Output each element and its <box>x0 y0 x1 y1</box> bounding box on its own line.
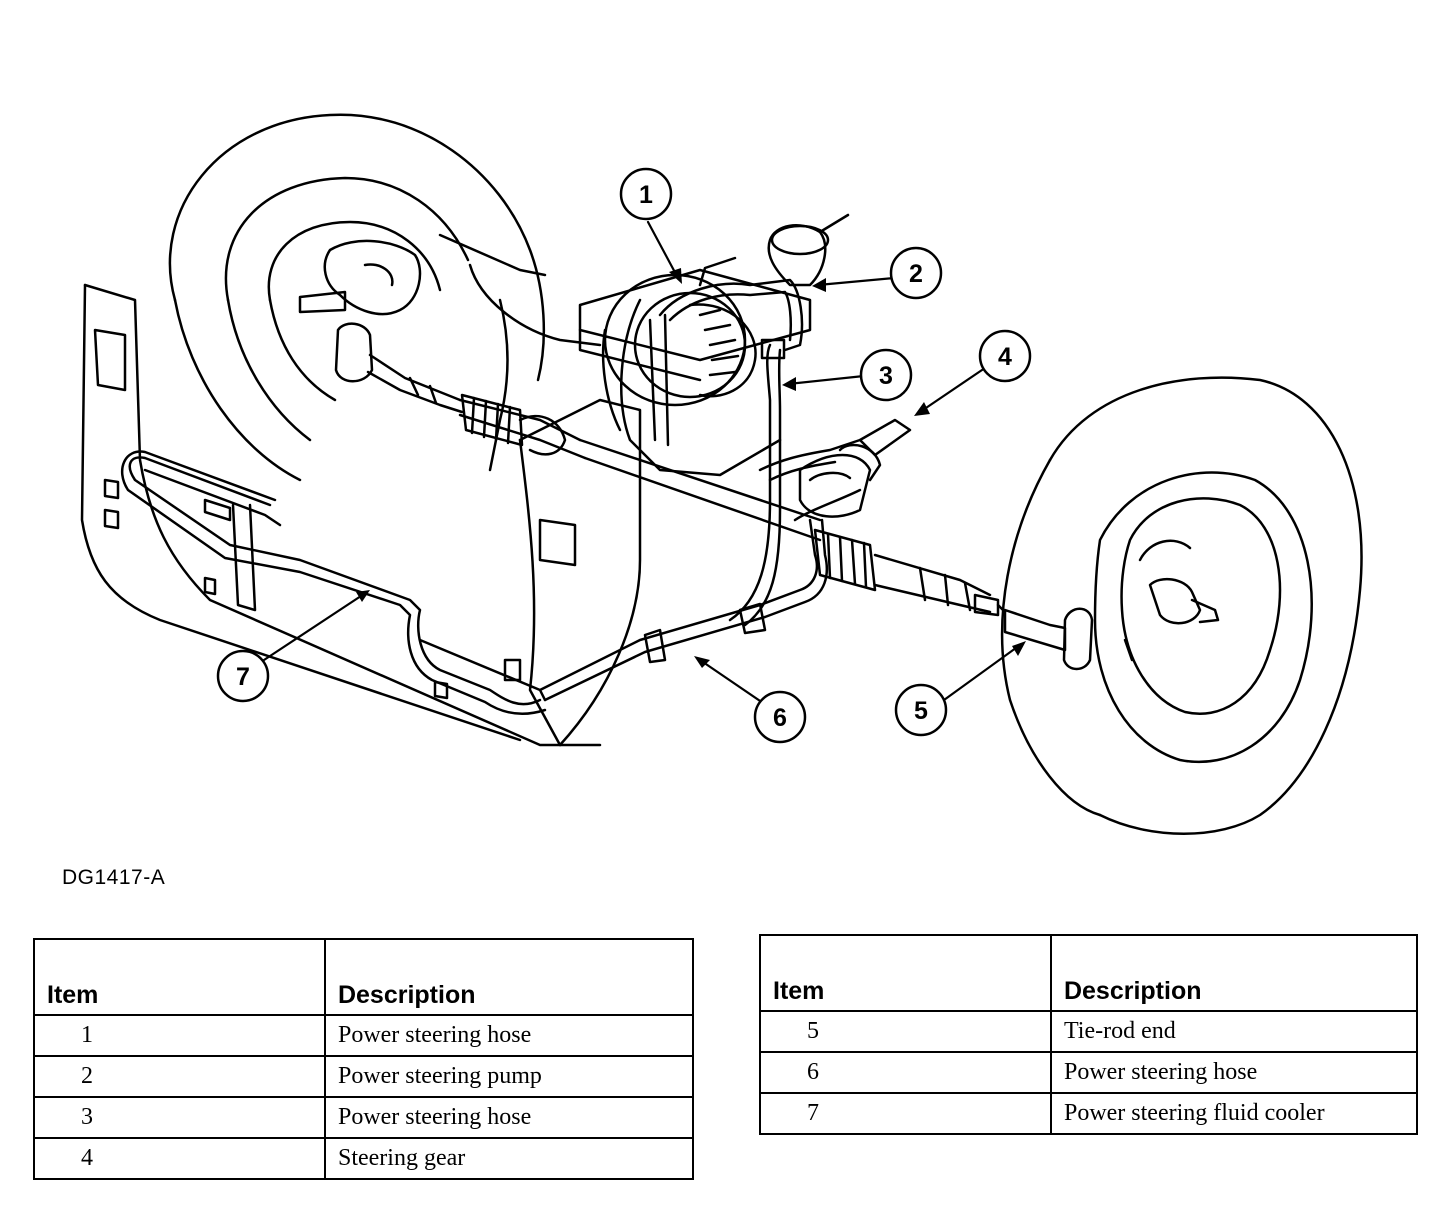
table-row: 3 Power steering hose <box>33 1096 695 1139</box>
power-steering-pump <box>578 213 850 627</box>
right-spindle <box>1148 577 1202 625</box>
table-row: 2 Power steering pump <box>33 1055 695 1098</box>
callout-7: 7 <box>216 649 270 703</box>
callout-6: 6 <box>753 690 807 744</box>
callout-2: 2 <box>889 246 943 300</box>
left-tie-rod-end <box>334 322 374 383</box>
right-wheel-rim <box>1093 471 1313 764</box>
right-tie-rod-end <box>1062 607 1094 671</box>
steering-gear <box>458 393 1000 617</box>
svg-text:4: 4 <box>998 343 1012 371</box>
item-number: 1 <box>33 1014 326 1057</box>
item-description: Power steering pump <box>323 1055 695 1098</box>
item-description: Power steering hose <box>323 1014 695 1057</box>
callout-1: 1 <box>619 167 673 221</box>
figure-id: DG1417-A <box>62 866 166 889</box>
callout-4: 4 <box>978 329 1032 383</box>
item-number: 4 <box>33 1137 326 1180</box>
svg-text:5: 5 <box>914 697 928 725</box>
table-row: 1 Power steering hose <box>33 1014 695 1057</box>
power-steering-system-illustration: 1 2 3 4 5 6 7 <box>80 113 1363 835</box>
legend-table-right: Item Description 5 Tie-rod end 6 Power s… <box>759 934 1419 1135</box>
legend-header-row: Item Description <box>33 938 695 1016</box>
right-tire-outer <box>1048 376 1363 835</box>
left-wheel-rim <box>224 176 470 302</box>
left-rack-boot <box>460 393 524 447</box>
left-tire-lower <box>173 298 302 482</box>
left-wheel <box>168 113 546 482</box>
item-description: Power steering hose <box>323 1096 695 1139</box>
callout-5: 5 <box>894 683 948 737</box>
table-row: 6 Power steering hose <box>759 1051 1419 1094</box>
item-number: 5 <box>759 1010 1052 1053</box>
left-steering-knuckle <box>323 239 422 316</box>
item-column-header: Item <box>33 938 326 1016</box>
item-description: Power steering fluid cooler <box>1049 1092 1419 1135</box>
svg-text:6: 6 <box>773 704 787 732</box>
table-row: 5 Tie-rod end <box>759 1010 1419 1053</box>
svg-text:7: 7 <box>236 663 250 691</box>
svg-text:2: 2 <box>909 260 923 288</box>
right-wheel <box>996 376 1363 835</box>
item-number: 3 <box>33 1096 326 1139</box>
power-steering-fluid-cooler-7 <box>120 450 547 715</box>
table-row: 4 Steering gear <box>33 1137 695 1180</box>
legend-table-left: Item Description 1 Power steering hose 2… <box>33 938 695 1180</box>
left-tire-outer <box>168 113 546 382</box>
description-column-header: Description <box>323 938 695 1016</box>
svg-text:1: 1 <box>639 181 653 209</box>
item-number: 2 <box>33 1055 326 1098</box>
legend-header-row: Item Description <box>759 934 1419 1012</box>
return-hose-3 <box>728 343 772 622</box>
description-column-header: Description <box>1049 934 1419 1012</box>
pressure-hose-1 <box>658 278 804 352</box>
item-description: Tie-rod end <box>1049 1010 1419 1053</box>
table-row: 7 Power steering fluid cooler <box>759 1092 1419 1135</box>
left-frame-rail <box>80 233 642 747</box>
power-steering-hose-6 <box>538 438 862 702</box>
item-number: 7 <box>759 1092 1052 1135</box>
item-column-header: Item <box>759 934 1052 1012</box>
callout-leaders <box>262 220 1022 705</box>
item-description: Steering gear <box>323 1137 695 1180</box>
svg-text:3: 3 <box>879 362 893 390</box>
left-rim-inner <box>267 220 442 302</box>
callout-arrowheads <box>356 268 1026 668</box>
callout-3: 3 <box>859 348 913 402</box>
item-description: Power steering hose <box>1049 1051 1419 1094</box>
item-number: 6 <box>759 1051 1052 1094</box>
crossmember <box>518 398 642 747</box>
